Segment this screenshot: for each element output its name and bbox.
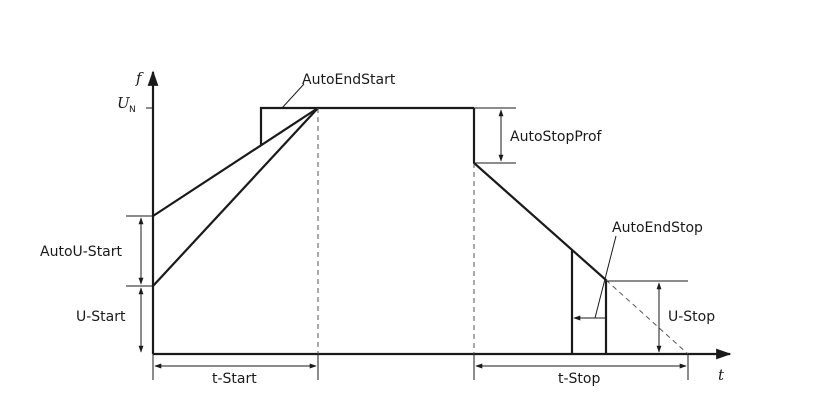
- start-step-plateau: [259, 106, 474, 145]
- u-stop-label: U-Stop: [668, 309, 715, 325]
- auto-end-start-leader: [281, 83, 305, 109]
- t-start-label: t-Start: [212, 371, 257, 387]
- stop-step-ramp: [472, 108, 608, 354]
- auto-stop-prof-label: AutoStopProf: [510, 129, 603, 145]
- y-axis-label: f: [135, 69, 144, 87]
- start-ramp-upper: [152, 107, 319, 217]
- auto-end-stop-leader: [594, 235, 617, 319]
- start-ramp-lower: [152, 107, 319, 287]
- t-stop-label: t-Stop: [558, 371, 600, 387]
- x-axis-label: t: [718, 366, 725, 384]
- auto-end-start-label: AutoEndStart: [302, 72, 396, 88]
- un-subscript: N: [129, 105, 136, 115]
- un-label: U: [117, 94, 131, 112]
- auto-u-start-label: AutoU-Start: [40, 244, 123, 260]
- auto-end-stop-label: AutoEndStop: [612, 220, 703, 236]
- u-start-label: U-Start: [76, 309, 126, 325]
- stop-ramp-extension: [605, 279, 689, 355]
